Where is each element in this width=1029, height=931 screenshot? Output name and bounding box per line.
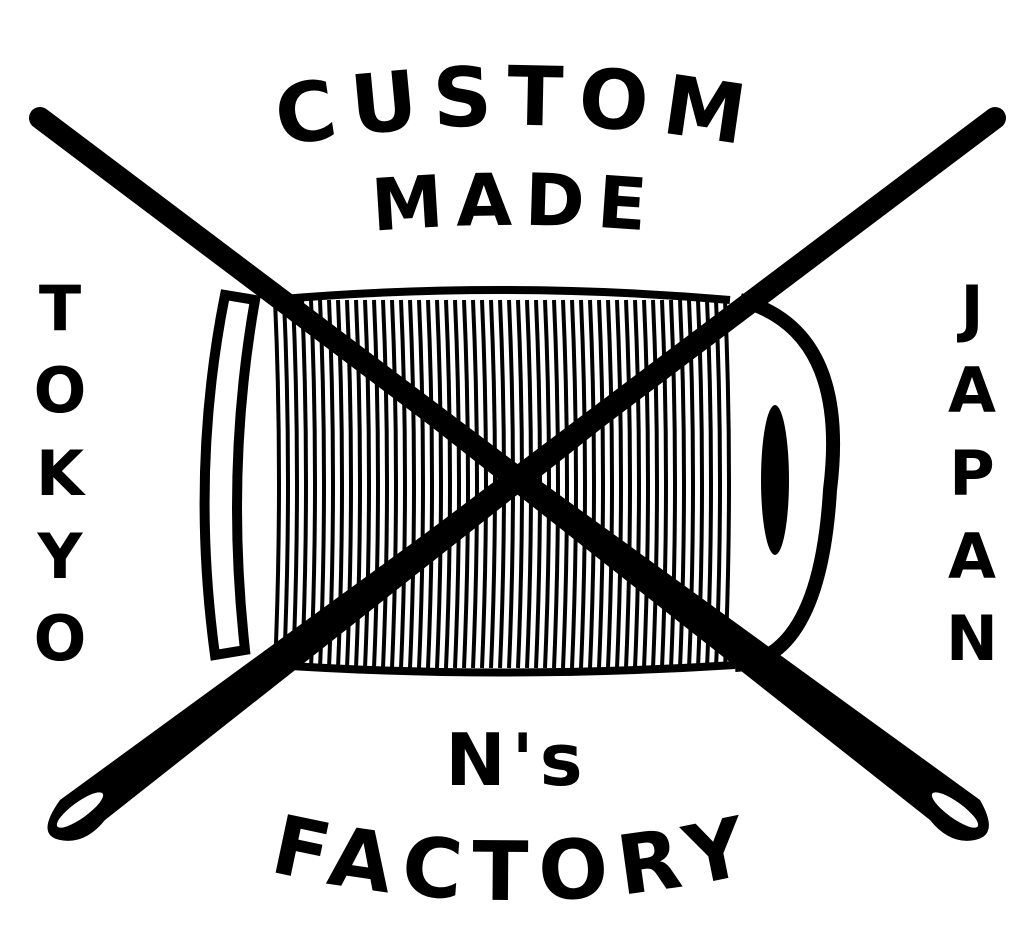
spool-left-flange [199, 289, 261, 661]
thread-line [273, 299, 281, 669]
thread-line [291, 299, 299, 669]
thread-line [363, 299, 371, 669]
logo-made-text: MADE [369, 158, 662, 248]
thread-line [417, 299, 425, 669]
logo-tokyo-vertical: T O K Y O [34, 272, 87, 675]
thread-line [381, 299, 389, 669]
thread-line [435, 299, 443, 669]
spool-hole [761, 405, 789, 555]
thread-line [588, 299, 596, 669]
thread-line [408, 299, 416, 669]
thread-line [390, 299, 398, 669]
svg-text:O: O [34, 354, 87, 427]
thread-line [552, 299, 560, 669]
svg-text:O: O [34, 602, 87, 675]
thread-line [282, 299, 290, 669]
svg-text:A: A [948, 354, 996, 427]
thread-line [543, 299, 551, 669]
svg-text:J: J [956, 272, 983, 345]
logo-custom-text: CUSTOM [269, 50, 766, 166]
thread-line [462, 299, 470, 669]
thread-line [570, 299, 578, 669]
svg-text:N: N [946, 602, 998, 675]
spool-right-flange [734, 293, 840, 672]
thread-line [723, 299, 731, 669]
thread-line [642, 299, 650, 669]
thread-line [651, 299, 659, 669]
thread-line [597, 299, 605, 669]
thread-line [660, 299, 668, 669]
thread-line [561, 299, 569, 669]
logo-factory-text: FACTORY [264, 798, 766, 921]
thread-line [579, 299, 587, 669]
thread-line [399, 299, 407, 669]
thread-line [453, 299, 461, 669]
logo-japan-vertical: J A P A N [946, 272, 998, 675]
crossed-needles-illustration [29, 107, 1006, 841]
thread-line [471, 299, 479, 669]
thread-line [426, 299, 434, 669]
thread-line [633, 299, 641, 669]
thread-line [372, 299, 380, 669]
svg-text:P: P [949, 437, 994, 510]
svg-text:T: T [39, 272, 81, 345]
thread-line [624, 299, 632, 669]
thread-line [309, 299, 317, 669]
thread-line [606, 299, 614, 669]
thread-line [615, 299, 623, 669]
logo-ns-text: N's [445, 718, 588, 802]
thread-line [444, 299, 452, 669]
svg-text:A: A [948, 520, 996, 593]
thread-line [300, 299, 308, 669]
svg-text:K: K [36, 437, 86, 510]
svg-text:Y: Y [37, 520, 84, 593]
thread-line [480, 299, 488, 669]
